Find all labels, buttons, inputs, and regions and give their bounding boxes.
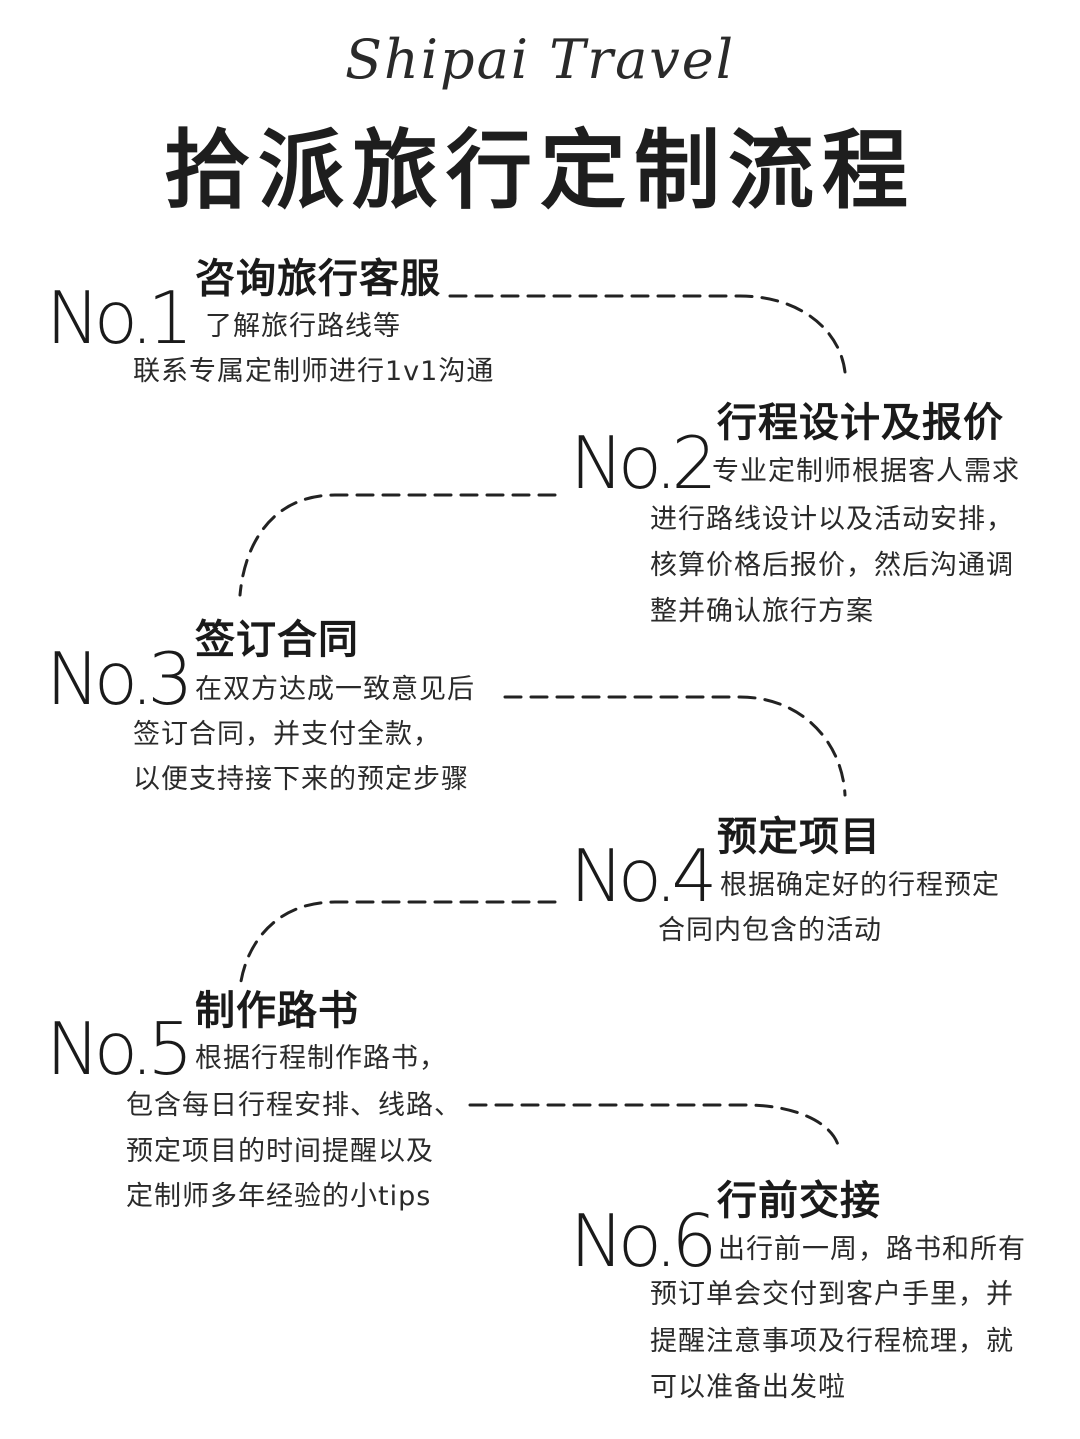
step-number: No.6	[570, 1199, 717, 1283]
script-brand-title: Shipai Travel	[345, 28, 735, 91]
step-number: No.3	[46, 637, 193, 721]
step-description-line: 出行前一周，路书和所有	[718, 1234, 1026, 1265]
step-title: 行前交接	[717, 1178, 881, 1224]
step-number: No.5	[46, 1007, 193, 1091]
step-title: 行程设计及报价	[717, 400, 1004, 446]
step-title: 签订合同	[195, 617, 359, 663]
step-description-line: 提醒注意事项及行程梳理，就	[650, 1326, 1014, 1357]
step-description-line: 根据行程制作路书，	[195, 1043, 447, 1074]
step-description-line: 预订单会交付到客户手里，并	[650, 1279, 1014, 1310]
step-description-line: 以便支持接下来的预定步骤	[133, 764, 469, 795]
step-title: 制作路书	[195, 988, 359, 1034]
step-number: No.2	[570, 421, 717, 505]
step-description-line: 整并确认旅行方案	[650, 596, 874, 627]
step-description-line: 可以准备出发啦	[650, 1372, 846, 1403]
step-description-line: 签订合同，并支付全款，	[133, 719, 441, 750]
step-description-line: 预定项目的时间提醒以及	[126, 1136, 434, 1167]
connector-3-to-4	[503, 695, 847, 797]
step-description-line: 核算价格后报价，然后沟通调	[650, 550, 1014, 581]
step-description-line: 联系专属定制师进行1v1沟通	[133, 356, 495, 387]
step-description-line: 包含每日行程安排、线路、	[126, 1090, 462, 1121]
step-description-line: 进行路线设计以及活动安排，	[650, 504, 1014, 535]
step-description-line: 专业定制师根据客人需求	[712, 456, 1020, 487]
connector-5-to-6	[468, 1103, 840, 1147]
step-title: 预定项目	[717, 814, 881, 860]
connector-2-to-3	[238, 493, 557, 597]
step-description-line: 定制师多年经验的小tips	[126, 1181, 432, 1212]
step-description-line: 在双方达成一致意见后	[195, 674, 475, 705]
page-title: 拾派旅行定制流程	[164, 120, 916, 221]
step-number: No.4	[570, 834, 717, 918]
step-description-line: 了解旅行路线等	[205, 311, 401, 342]
step-number: No.1	[46, 276, 193, 360]
connector-4-to-5	[238, 900, 557, 990]
step-description-line: 根据确定好的行程预定	[720, 870, 1000, 901]
step-title: 咨询旅行客服	[195, 256, 441, 302]
step-description-line: 合同内包含的活动	[658, 915, 882, 946]
connector-1-to-2	[448, 294, 847, 374]
